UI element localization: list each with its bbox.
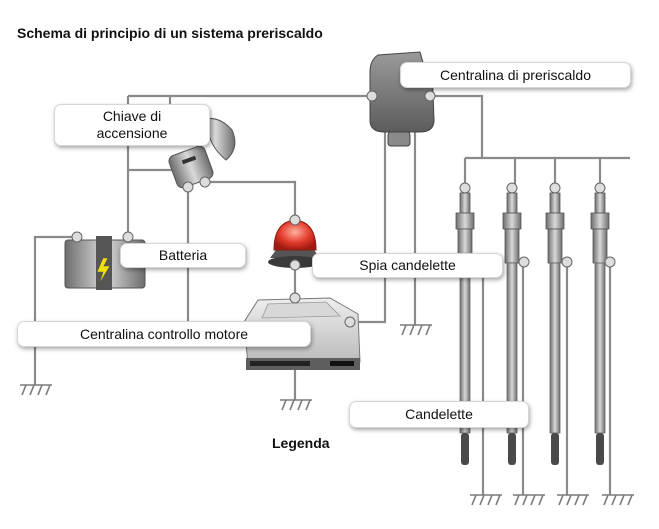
ground-symbol-plug-1 <box>470 494 502 506</box>
diagram-title: Schema di principio di un sistema preris… <box>17 25 323 41</box>
label-chiave-line-1: Chiave di <box>102 108 162 124</box>
label-centralina-preriscaldo-text: Centralina di preriscaldo <box>440 66 591 83</box>
legend-heading: Legenda <box>272 435 330 451</box>
glow-plug-3 <box>545 182 573 465</box>
ground-symbol-ecu <box>280 399 312 411</box>
wires <box>33 94 630 495</box>
label-centralina-motore-text: Centralina controllo motore <box>79 325 249 342</box>
ground-symbol-plug-2 <box>513 494 545 506</box>
label-centralina-preriscaldo: Centralina di preriscaldo <box>400 62 631 88</box>
label-batteria-text: Batteria <box>158 247 208 263</box>
ground-symbols <box>20 324 634 506</box>
label-candelette-text: Candelette <box>405 406 473 422</box>
label-batteria: Batteria <box>120 243 246 268</box>
ground-symbol-relay <box>400 324 432 336</box>
label-spia-candelette-text: Spia candelette <box>359 257 456 273</box>
label-chiave-line-2: accensione <box>96 125 168 141</box>
label-chiave-accensione: Chiave di accensione <box>54 104 210 146</box>
label-candelette: Candelette <box>349 401 529 428</box>
glow-plug-4 <box>590 182 616 465</box>
label-spia-candelette: Spia candelette <box>312 253 503 278</box>
ground-symbol-plug-3 <box>557 494 589 506</box>
glow-plugs <box>455 182 616 465</box>
ground-symbol-battery <box>20 384 52 396</box>
glow-plug-2 <box>502 182 530 465</box>
label-centralina-motore: Centralina controllo motore <box>17 321 311 347</box>
ground-symbol-plug-4 <box>602 494 634 506</box>
warning-lamp <box>268 214 322 271</box>
